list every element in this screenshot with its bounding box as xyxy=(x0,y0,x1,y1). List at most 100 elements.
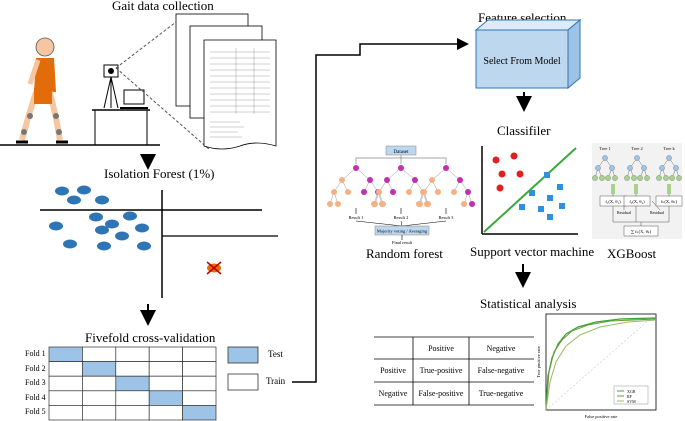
cm-row-positive: Positive xyxy=(380,366,406,375)
fold-test-cell xyxy=(82,361,117,377)
feature-box-shape xyxy=(474,18,582,90)
rf-node xyxy=(335,201,341,207)
fold-train-cell xyxy=(48,390,83,406)
fold-train-cell xyxy=(115,346,150,362)
rf-node xyxy=(345,189,351,195)
rf-node xyxy=(339,177,345,183)
rf-node xyxy=(384,177,390,183)
roc-plot: XGB RF SVM False positive rate True posi… xyxy=(536,313,657,419)
fold-train-cell xyxy=(115,405,150,421)
xgb-node xyxy=(624,175,630,181)
rf-node xyxy=(412,177,418,183)
xgb-node xyxy=(673,165,679,171)
xgboost-heading: XGBoost xyxy=(607,246,657,261)
xgb-tree-1-label: Tree 1 xyxy=(599,146,610,151)
rf-node xyxy=(421,189,427,195)
xgb-node xyxy=(612,175,618,181)
fold-train-cell xyxy=(82,405,117,421)
rf-node xyxy=(353,165,359,171)
xgb-residual-2: Residual xyxy=(650,210,665,215)
xgb-node xyxy=(659,165,665,171)
xgb-node xyxy=(666,155,672,161)
xgb-node xyxy=(595,165,601,171)
fold-train-cell xyxy=(182,390,217,406)
statistical-heading: Statistical analysis xyxy=(480,296,577,311)
rf-node xyxy=(417,201,423,207)
xgboost-diagram: f₁(X, θ₁) f₂(X, θ₂) fₖ(X, θₖ) Residual R… xyxy=(592,143,683,239)
xgb-node xyxy=(644,175,650,181)
gait-heading: Gait data collection xyxy=(112,0,214,13)
fold-test-cell xyxy=(148,390,183,406)
rf-node xyxy=(331,189,337,195)
xgb-node xyxy=(609,165,615,171)
roc-ylabel: True positive rate xyxy=(536,346,541,378)
xgb-node xyxy=(602,155,608,161)
fold-train-cell xyxy=(48,405,83,421)
rf-node xyxy=(443,165,449,171)
xgb-node xyxy=(599,175,605,181)
rf-result-label: Result 3 xyxy=(439,215,455,220)
xgb-node xyxy=(631,175,637,181)
fold-train-cell xyxy=(148,361,183,377)
rf-node xyxy=(429,177,435,183)
fold-row-label: Fold 3 xyxy=(25,378,46,388)
xgb-node xyxy=(592,175,598,181)
xgb-node xyxy=(656,175,662,181)
rf-node xyxy=(327,201,333,207)
fold-train-cell xyxy=(82,346,117,362)
cm-row-negative: Negative xyxy=(379,389,408,398)
xgb-node xyxy=(676,175,682,181)
rf-voting-label: Majority voting / Averaging xyxy=(377,229,428,234)
xgb-node xyxy=(605,175,611,181)
xgb-tree-2-label: Tree 2 xyxy=(631,146,642,151)
isolation-heading: Isolation Forest (1%) xyxy=(104,166,215,181)
rf-node xyxy=(372,201,378,207)
outlier-removed-icon xyxy=(206,261,222,275)
svm-plot xyxy=(481,146,578,235)
cm-false-positive: False-positive xyxy=(419,389,464,398)
fold-row-label: Fold 4 xyxy=(25,392,46,402)
cm-false-negative: False-negative xyxy=(478,366,525,375)
feature-box-label: Select From Model xyxy=(483,56,560,67)
rf-node xyxy=(376,189,382,195)
svm-heading: Support vector machine xyxy=(470,244,595,259)
legend-test-label: Test xyxy=(268,349,283,359)
xgb-func-2: f₂(X, θ₂) xyxy=(629,199,645,205)
fivefold-heading: Fivefold cross-validation xyxy=(85,330,216,345)
xgb-tree-k-label: Tree k xyxy=(663,146,675,151)
fold-train-cell xyxy=(82,375,117,392)
fold-test-cell xyxy=(48,346,83,362)
fold-train-cell xyxy=(182,361,217,377)
xgb-sum: ∑ fₖ(X, θₖ) xyxy=(631,229,652,235)
gait-scene xyxy=(0,13,277,151)
rf-node xyxy=(469,201,475,207)
xgb-func-1: f₁(X, θ₁) xyxy=(605,199,621,205)
roc-legend-rf: RF xyxy=(627,394,633,399)
rf-node xyxy=(451,189,457,195)
fold-train-cell xyxy=(182,346,217,362)
legend-train-swatch xyxy=(227,373,259,391)
cm-col-positive: Positive xyxy=(428,344,454,353)
rf-node xyxy=(457,177,463,183)
rf-node xyxy=(390,189,396,195)
roc-xlabel: False positive rate xyxy=(585,414,618,419)
rf-node xyxy=(361,189,367,195)
isolation-forest-plot xyxy=(40,185,278,298)
fold-train-cell xyxy=(48,361,83,377)
rf-node xyxy=(380,201,386,207)
fold-test-cell xyxy=(115,375,150,392)
walking-person-icon xyxy=(16,37,68,144)
cm-col-negative: Negative xyxy=(487,344,516,353)
fold-row-label: Fold 1 xyxy=(25,349,46,358)
rf-result-label: Result 2 xyxy=(394,215,409,220)
fold-test-cell xyxy=(182,405,217,421)
flow-connector xyxy=(292,38,469,383)
fold-train-cell xyxy=(148,405,183,421)
fold-train-cell xyxy=(148,346,183,362)
fold-row-label: Fold 2 xyxy=(25,363,46,373)
xgb-node xyxy=(641,165,647,171)
xgb-node xyxy=(669,175,675,181)
roc-legend-svm: SVM xyxy=(627,399,636,404)
